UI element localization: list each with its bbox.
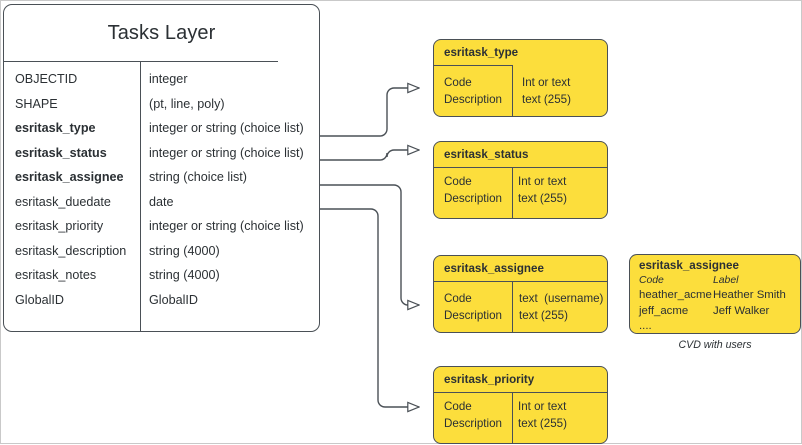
cvd-label: Heather Smith [713, 289, 786, 301]
connector-type [320, 88, 419, 137]
domain-box-esritask-priority[interactable]: esritask_priority Code Description Int o… [433, 366, 608, 444]
field-type: string (4000) [149, 243, 220, 258]
connector-status [320, 150, 419, 161]
entity-header-divider [4, 61, 278, 63]
domain-types: text (username) text (255) [519, 292, 604, 322]
field-type: date [149, 194, 174, 209]
field-name: OBJECTID [15, 72, 78, 87]
cvd-header-label: Label [713, 275, 739, 286]
field-name: esritask_status [15, 145, 107, 160]
field-name: GlobalID [15, 292, 64, 307]
field-type: integer or string (choice list) [149, 145, 304, 160]
field-row[interactable]: SHAPE (pt, line, poly) [4, 92, 319, 117]
domain-box-esritask-assignee[interactable]: esritask_assignee Code Description text … [433, 255, 608, 333]
domain-box-esritask-type[interactable]: esritask_type Code Description Int or te… [433, 39, 608, 117]
field-type: GlobalID [149, 292, 198, 307]
field-row[interactable]: esritask_assignee string (choice list) [4, 165, 319, 190]
domain-column-divider [512, 65, 514, 116]
domain-types: Int or text text (255) [522, 76, 571, 106]
field-name: esritask_priority [15, 219, 104, 234]
domain-column-divider [512, 281, 514, 332]
entity-column-divider [140, 62, 142, 332]
cvd-code: .... [639, 320, 652, 332]
field-row[interactable]: GlobalID GlobalID [4, 288, 319, 313]
field-row[interactable]: esritask_description string (4000) [4, 239, 319, 264]
cvd-code: heather_acme [639, 289, 712, 301]
domain-header-divider [434, 281, 607, 283]
cvd-value-row: .... [639, 319, 795, 335]
domain-labels: Code Description [444, 400, 502, 430]
field-row[interactable]: esritask_status integer or string (choice… [4, 141, 319, 166]
cvd-header-code: Code [639, 275, 664, 286]
domain-labels: Code Description [444, 76, 502, 106]
cvd-caption: CVD with users [678, 339, 752, 351]
field-type: string (choice list) [149, 170, 247, 185]
field-name: esritask_assignee [15, 170, 124, 185]
domain-title: esritask_status [444, 148, 529, 161]
field-row[interactable]: esritask_notes string (4000) [4, 263, 319, 288]
field-row[interactable]: esritask_duedate date [4, 190, 319, 215]
domain-title: esritask_type [444, 46, 519, 59]
cvd-header-row: Code Label [639, 274, 795, 288]
page-title: Tasks Layer [107, 21, 216, 44]
cvd-label: Jeff Walker [713, 304, 770, 317]
field-row[interactable]: esritask_type integer or string (choice l… [4, 116, 319, 141]
domain-header-divider [434, 392, 607, 394]
domain-labels: Code Description [444, 292, 502, 322]
field-name: esritask_description [15, 243, 127, 258]
connector-assignee [320, 184, 419, 305]
cvd-label [713, 319, 795, 335]
cvd-title: esritask_assignee [639, 259, 739, 272]
domain-labels: Code Description [444, 175, 502, 205]
domain-title: esritask_priority [444, 373, 535, 386]
connector-priority [320, 208, 419, 407]
domain-types: Int or text text (255) [518, 400, 567, 430]
field-name: esritask_type [15, 121, 96, 136]
field-name: esritask_notes [15, 268, 97, 283]
cvd-code: jeff_acme [639, 304, 689, 317]
field-row[interactable]: esritask_priority integer or string (choi… [4, 214, 319, 239]
domain-box-esritask-status[interactable]: esritask_status Code Description Int or … [433, 141, 608, 219]
domain-header-divider [434, 167, 607, 169]
field-type: (pt, line, poly) [149, 96, 225, 111]
field-name: esritask_duedate [15, 194, 111, 209]
domain-title: esritask_assignee [444, 262, 544, 275]
domain-column-divider [512, 167, 514, 218]
domain-column-divider [512, 392, 514, 443]
field-type: integer [149, 72, 188, 87]
field-type: string (4000) [149, 268, 220, 283]
field-row[interactable]: OBJECTID integer [4, 67, 319, 92]
cvd-value-row: jeff_acme Jeff Walker [639, 304, 795, 320]
field-type: integer or string (choice list) [149, 121, 304, 136]
field-name: SHAPE [15, 96, 58, 111]
domain-header-divider [434, 65, 512, 67]
domain-types: Int or text text (255) [518, 175, 567, 205]
field-type: integer or string (choice list) [149, 219, 304, 234]
